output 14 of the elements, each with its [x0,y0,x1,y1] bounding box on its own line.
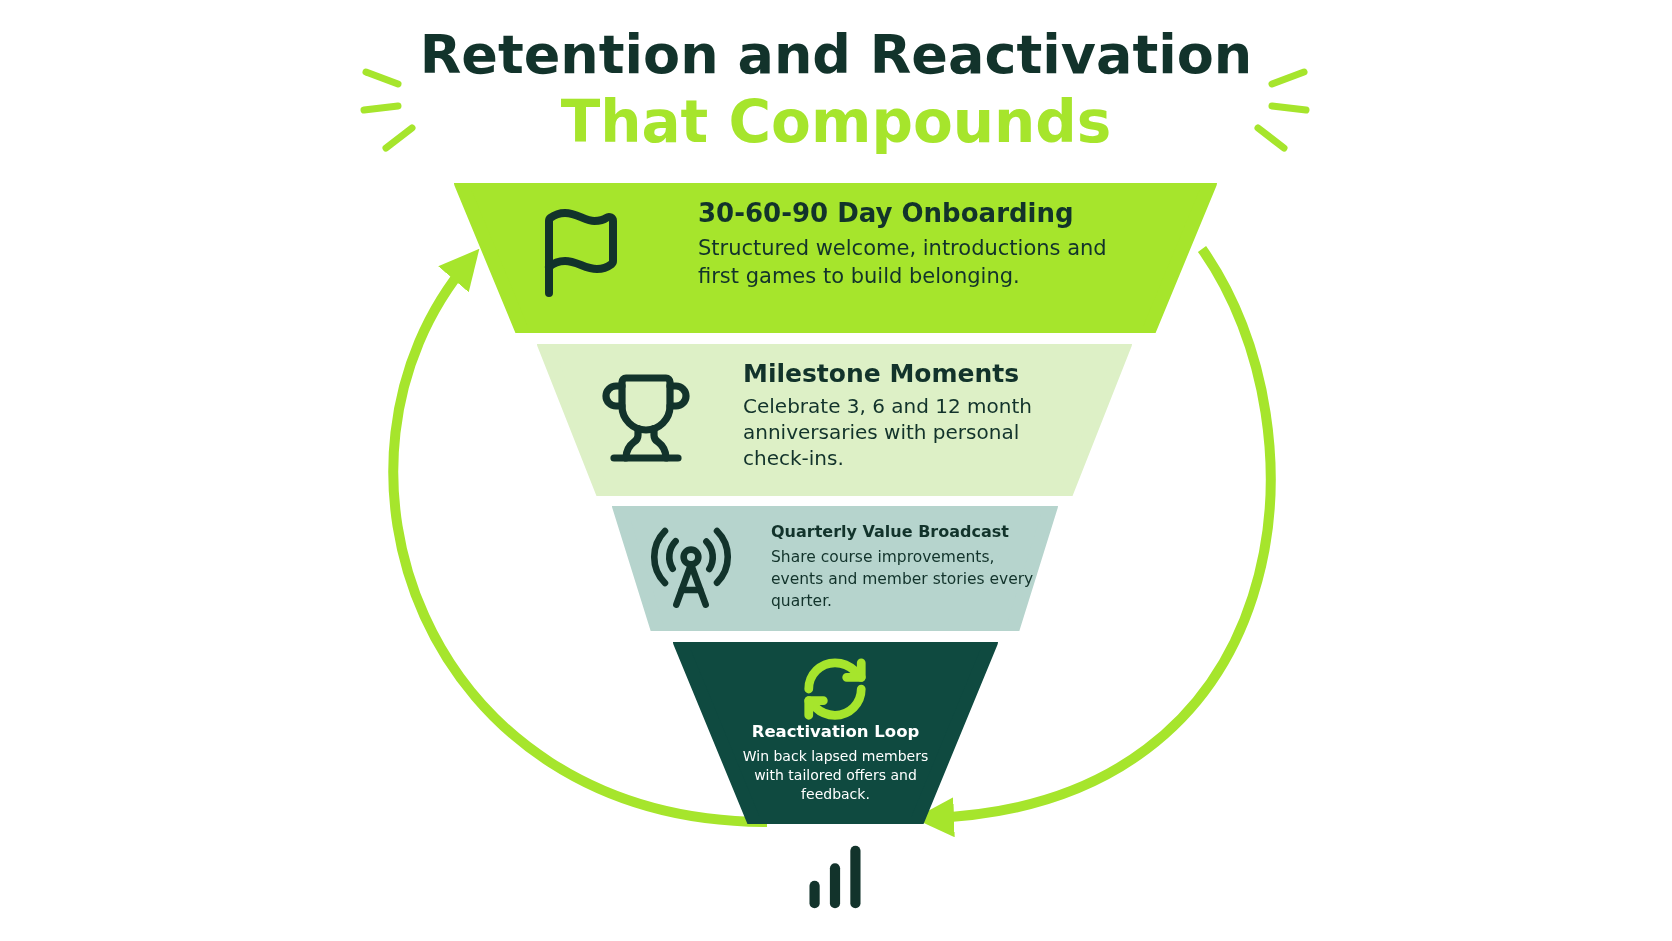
title: Retention and Reactivation [419,22,1253,88]
funnel-tier [453,183,1218,333]
funnel-tier [536,344,1133,496]
tier-heading: Reactivation Loop [751,722,920,743]
subtitle: That Compounds [560,88,1112,156]
tier-description: Celebrate 3, 6 and 12 month anniversaries with personal check-ins. [743,393,1034,472]
funnel-tier [672,642,999,824]
tier-heading: Milestone Moments [743,358,1021,390]
tier-heading: 30-60-90 Day Onboarding [698,197,1075,230]
tier-heading: Quarterly Value Broadcast [771,522,1010,542]
tier-description: Win back lapsed members with tailored offers and feedback. [741,746,930,804]
tier-description: Structured welcome, introductions and first games to build belonging. [698,234,1108,290]
funnel-tier [611,506,1059,631]
tier-description: Share course improvements, events and member stories every quarter. [771,547,1035,612]
